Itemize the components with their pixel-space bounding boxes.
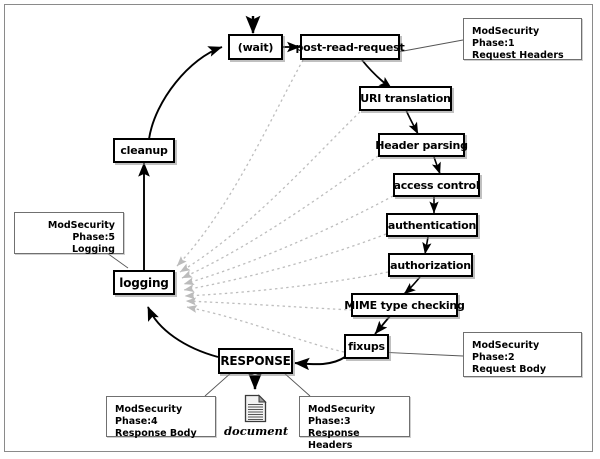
node-response[interactable]: RESPONSE	[218, 348, 293, 374]
node-response-label: RESPONSE	[220, 354, 291, 368]
document-icon	[244, 394, 267, 423]
node-post-read-request-label: post-read-request	[295, 40, 405, 54]
node-logging[interactable]: logging	[113, 270, 175, 295]
annotation-phase-5: ModSecurity Phase:5 Logging	[14, 212, 124, 255]
document-label: document	[224, 424, 289, 438]
node-post-read-request[interactable]: post-read-request	[296, 34, 405, 60]
annotation-phase-4: ModSecurity Phase:4 Response Body	[106, 396, 216, 439]
node-uri-translation[interactable]: URI translation	[359, 86, 452, 111]
node-cleanup-label: cleanup	[120, 144, 168, 157]
node-access-control[interactable]: access control	[393, 173, 480, 197]
node-uri-translation-label: URI translation	[360, 92, 451, 105]
node-authentication[interactable]: authentication	[386, 213, 478, 237]
node-access-control-label: access control	[393, 178, 480, 192]
node-fixups-label: fixups	[348, 340, 385, 353]
node-mime-type-checking[interactable]: MIME type checking	[344, 293, 465, 317]
node-wait-label: (wait)	[237, 40, 274, 54]
annotation-phase-3: ModSecurity Phase:3 Response Headers	[299, 396, 410, 451]
node-mime-type-checking-label: MIME type checking	[344, 298, 465, 312]
node-authorization[interactable]: authorization	[388, 253, 473, 277]
annotation-phase-2: ModSecurity Phase:2 Request Body	[463, 332, 582, 377]
node-fixups[interactable]: fixups	[344, 334, 389, 359]
node-authentication-label: authentication	[387, 218, 477, 232]
node-wait[interactable]: (wait)	[228, 34, 283, 60]
node-header-parsing-label: Header parsing	[375, 138, 468, 152]
annotation-phase-1: ModSecurity Phase:1 Request Headers	[463, 18, 582, 61]
node-header-parsing[interactable]: Header parsing	[375, 133, 468, 157]
node-authorization-label: authorization	[390, 258, 471, 272]
node-logging-label: logging	[119, 275, 169, 290]
node-cleanup[interactable]: cleanup	[113, 138, 175, 163]
